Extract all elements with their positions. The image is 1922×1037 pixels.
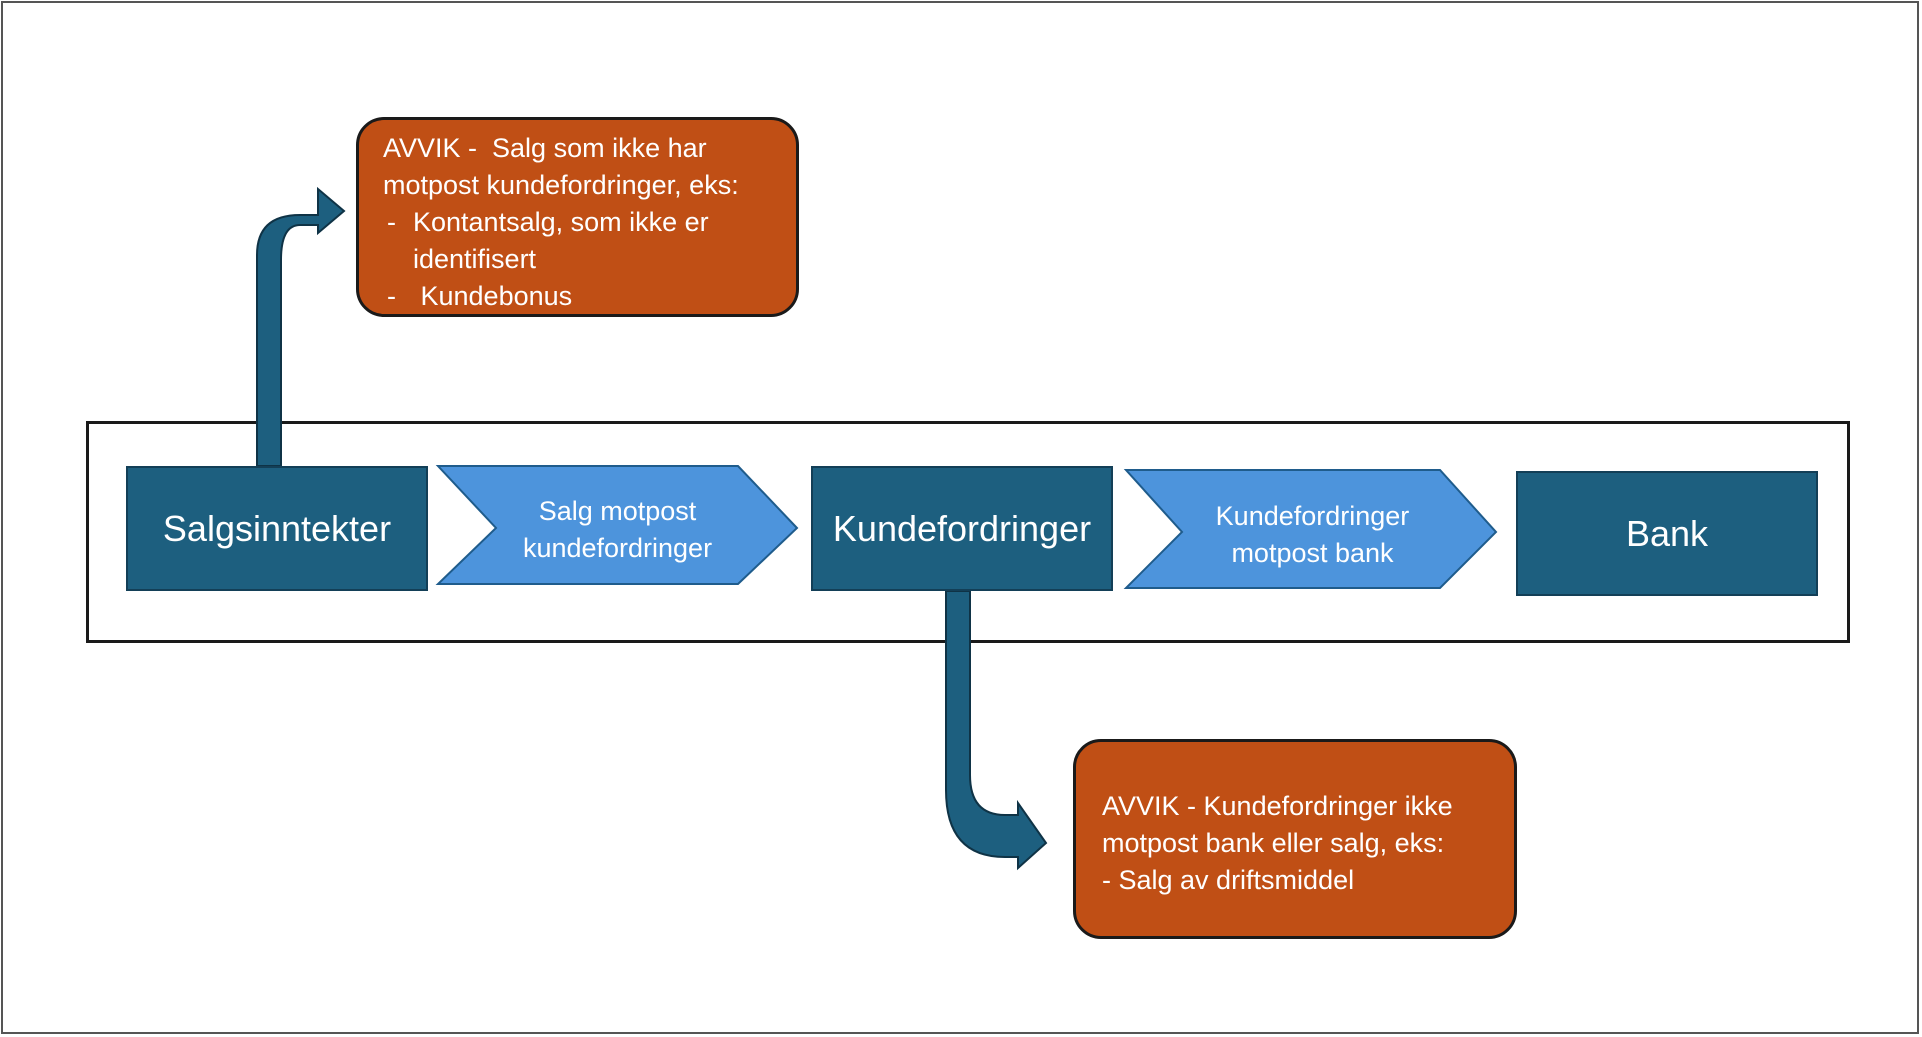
step-bank-label: Bank (1625, 512, 1709, 554)
avvik1-heading-line1: AVVIK - Salg som ikke har (383, 133, 707, 163)
step-salgsinntekter-label: Salgsinntekter (162, 507, 392, 549)
step-bank: Bank (1516, 471, 1818, 596)
step-kundefordringer-label: Kundefordringer (832, 507, 1092, 549)
chevron-salg-motpost-label: Salg motpost kundefordringer (522, 496, 713, 563)
avvik2-heading-line1: AVVIK - Kundefordringer ikke (1102, 791, 1453, 821)
avvik-box-salg: AVVIK - Salg som ikke har motpost kundef… (356, 117, 799, 317)
chevron-kundefordringer-motpost-label: Kundefordringer motpost bank (1215, 501, 1410, 568)
avvik-box-kundefordringer: AVVIK - Kundefordringer ikke motpost ban… (1073, 739, 1517, 939)
chevron-shape-salg-motpost (435, 465, 799, 585)
avvik1-bullet2-text: Kundebonus (413, 281, 573, 311)
avvik1-heading-line2: motpost kundefordringer, eks: (383, 170, 739, 200)
bullet-dash: - (387, 207, 396, 237)
arrow-up-to-avvik1 (256, 186, 346, 467)
avvik1-bullet1-line2: identifisert (413, 244, 537, 274)
arrow-down-to-avvik2 (945, 590, 1048, 871)
bullet-dash: - (387, 281, 396, 311)
avvik1-bullet-kundebonus: - Kundebonus (383, 278, 780, 315)
step-salgsinntekter: Salgsinntekter (126, 466, 428, 591)
avvik2-example: - Salg av driftsmiddel (1102, 865, 1355, 895)
step-kundefordringer: Kundefordringer (811, 466, 1113, 591)
avvik2-heading-line2: motpost bank eller salg, eks: (1102, 828, 1445, 858)
chevron-shape-kundefordringer-motpost (1123, 469, 1498, 589)
avvik1-bullet-kontantsalg: - Kontantsalg, som ikke er identifisert (383, 204, 780, 278)
avvik1-bullet1-line1: Kontantsalg, som ikke er (413, 207, 709, 237)
